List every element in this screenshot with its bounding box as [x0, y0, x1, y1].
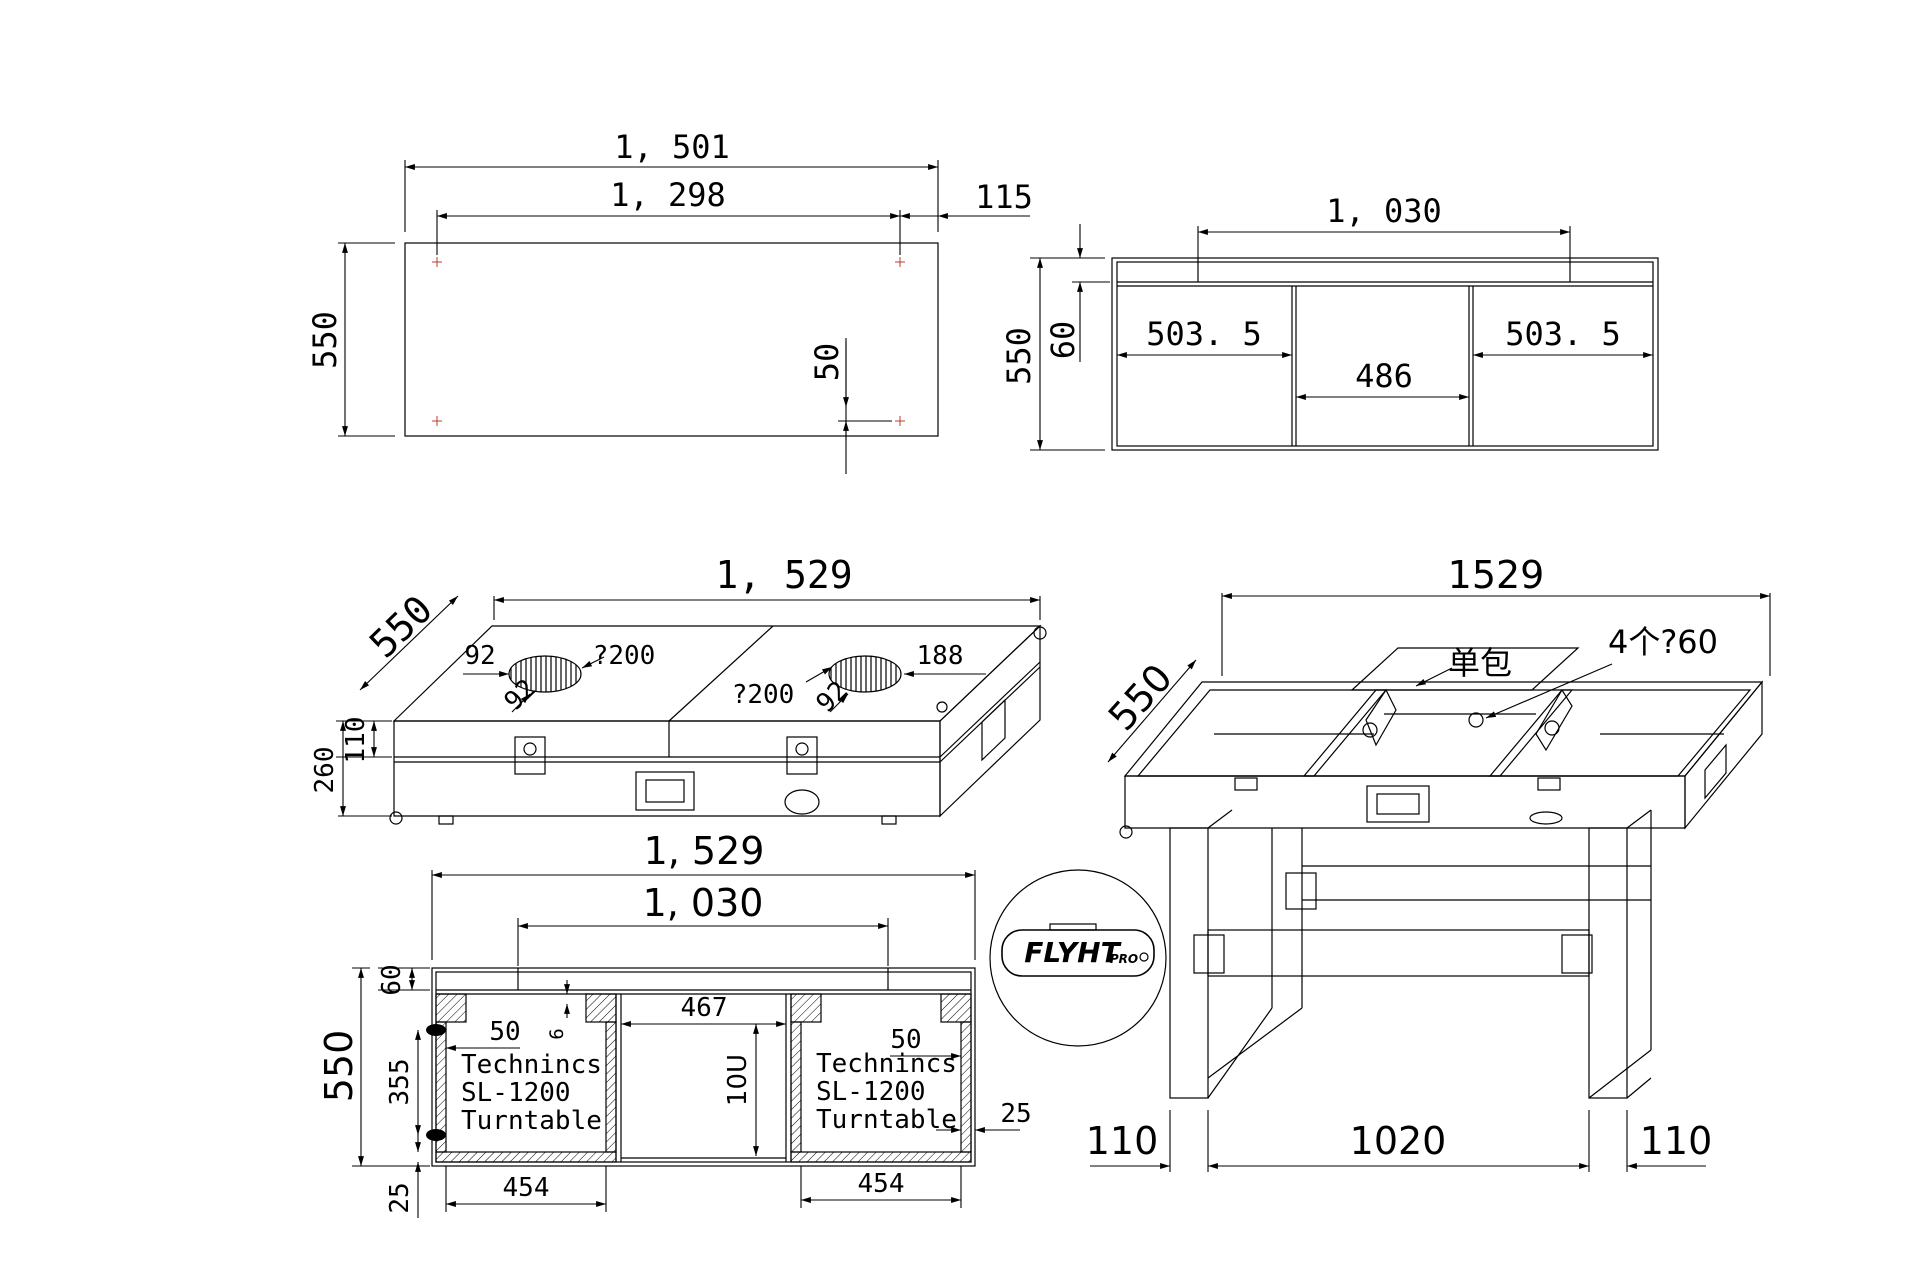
dim-bottom: 25	[385, 1182, 415, 1213]
dim-left-bay-width: 454	[503, 1173, 550, 1203]
iso-open-case-stand: 1529 550 单包 4个?60 110 1020 110	[1086, 553, 1771, 1172]
dim-right-bay-width: 454	[858, 1169, 905, 1199]
dim-section-lid: 60	[377, 964, 407, 995]
dim-lid-height: 110	[341, 717, 371, 764]
logo-detail-circle	[989, 869, 1167, 1047]
label-holes: 4个?60	[1608, 623, 1718, 661]
latch-left	[514, 736, 546, 775]
left-turntable-label: Technincs SL-1200 Turntable	[461, 1050, 602, 1136]
dim-leg-span: 1020	[1350, 1119, 1447, 1163]
case-side-face	[939, 624, 1041, 818]
dim-stand-length: 1529	[1448, 553, 1545, 597]
svg-text:Technincs: Technincs	[816, 1049, 957, 1079]
dim-top-width: 1, 030	[1326, 192, 1442, 230]
iso-closed-case: 1, 529 550 92 92 ?200 ?200 92 188 110 26…	[310, 553, 1047, 825]
dim-right-bay: 503. 5	[1505, 315, 1621, 353]
single-pack-panel	[1350, 647, 1580, 691]
dim-center-width: 467	[681, 993, 728, 1023]
left-latch-top	[426, 1024, 446, 1036]
svg-text:SL-1200: SL-1200	[816, 1077, 926, 1107]
stand-case-handle	[1366, 785, 1430, 823]
latch-right	[786, 736, 818, 775]
dim-right-margin: 50	[890, 1025, 921, 1055]
label-right-hole: ?200	[732, 680, 795, 710]
dim-section-overall: 1, 529	[644, 829, 765, 873]
dim-hole-offset: 50	[808, 343, 846, 382]
dim-section-top: 1, 030	[643, 881, 764, 925]
top-view: 1, 501 1, 298 115 550 50	[306, 128, 1033, 474]
left-latch-bottom	[426, 1129, 446, 1141]
dim-iso-depth: 550	[361, 587, 441, 666]
dim-left-edge: 92	[464, 641, 495, 671]
front-handle	[635, 771, 695, 811]
svg-text:Technincs: Technincs	[461, 1050, 602, 1080]
section-outline	[431, 967, 976, 1167]
logo-detail: FLYHT PRO	[989, 869, 1167, 1047]
dim-leg-left: 110	[1086, 1119, 1159, 1163]
dim-end-height: 550	[1000, 327, 1038, 385]
dim-stand-depth: 550	[1100, 656, 1181, 739]
svg-text:SL-1200: SL-1200	[461, 1078, 571, 1108]
dim-edge-offset: 115	[975, 178, 1033, 216]
label-left-hole: ?200	[593, 641, 656, 671]
logo-brand-suffix: PRO	[1110, 952, 1138, 966]
dim-depth: 550	[306, 311, 344, 369]
dim-inner-height: 355	[385, 1059, 415, 1106]
mount-holes	[432, 257, 905, 426]
label-single-pack: 单包	[1448, 644, 1512, 682]
stand-frame	[1169, 809, 1652, 1099]
case-logo-badge	[784, 789, 820, 815]
dim-overall-width: 1, 501	[614, 128, 730, 166]
dim-lid-depth: 60	[1044, 321, 1082, 360]
open-case-front	[1124, 775, 1686, 829]
dim-rack-units: 10U	[723, 1054, 753, 1106]
dim-left-margin: 50	[489, 1017, 520, 1047]
side-handle	[981, 698, 1006, 762]
dim-right-edge: 188	[917, 641, 964, 671]
open-case-rim	[1123, 681, 1764, 777]
dim-total-height: 260	[310, 747, 340, 794]
end-view: 1, 030 550 60 503. 5 486 503. 5	[1000, 192, 1659, 451]
dim-section-height: 550	[317, 1030, 361, 1103]
svg-text:Turntable: Turntable	[816, 1105, 957, 1135]
end-view-outline	[1111, 257, 1659, 451]
section-view: 1, 529 1, 030 60 550 355 25 6 467 10U	[317, 829, 1032, 1218]
dim-leg-right: 110	[1640, 1119, 1713, 1163]
top-plate-outline	[404, 242, 939, 437]
svg-text:Turntable: Turntable	[461, 1106, 602, 1136]
right-turntable-label: Technincs SL-1200 Turntable	[816, 1049, 957, 1135]
dim-foam-gap: 6	[546, 1028, 568, 1039]
dim-left-bay: 503. 5	[1146, 315, 1262, 353]
logo-brand: FLYHT	[1024, 936, 1121, 969]
dim-side-gap: 25	[1000, 1099, 1031, 1129]
dim-iso-length: 1, 529	[715, 553, 852, 597]
dim-inner-width: 1, 298	[610, 176, 726, 214]
dim-center-bay: 486	[1355, 357, 1413, 395]
